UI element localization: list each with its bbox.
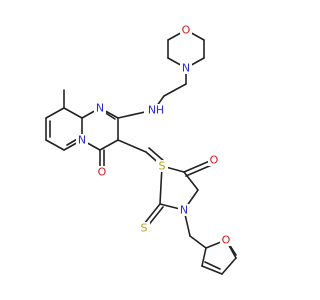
bond [148,147,166,163]
atom-labels: O N N H N N O S N O S O [76,24,232,247]
bridgehead-nitrogen-label: N [78,134,86,147]
amine-hydrogen-label: H [156,104,164,117]
label-bg [220,234,232,246]
label-bg [156,160,168,172]
label-bg [76,134,88,146]
bond [63,107,83,119]
label-bg [144,104,164,116]
bond [45,139,65,151]
thiazolidinone-oxygen-label: O [210,154,219,167]
bond [117,139,147,153]
morpholine-oxygen-label: O [182,24,191,37]
pyrimidinone-oxygen-label: O [98,166,107,179]
bond [189,235,207,249]
label-bg [180,62,192,74]
bond [159,165,163,205]
thione-sulfur-label: S [141,222,148,235]
bond [45,107,65,119]
bond [201,247,207,267]
bond [143,203,161,225]
molecule-structure: O N N H N N O S N O S O [45,24,237,275]
pyrimidinone-ring [81,107,155,151]
label-bg [138,222,150,234]
furan-oxygen-label: O [222,234,231,247]
label-bg [96,166,108,178]
bond [201,265,223,275]
molecule-canvas: O N N H N N O S N O S O [45,23,237,275]
thiazolidinone-nitrogen-label: N [180,204,188,217]
pyrimidine-nitrogen-label: N [96,102,104,115]
bond [183,159,213,173]
label-bg [208,154,220,166]
amine-nitrogen-label: N [148,104,156,117]
thiazolidinone-sulfur-label: S [159,160,166,173]
label-bg [94,102,106,114]
bond [99,139,119,151]
morpholine-nitrogen-label: N [182,62,190,75]
bond [204,261,221,270]
label-bg [178,204,190,216]
label-bg [180,24,192,36]
bond [163,83,187,97]
bond [221,257,237,275]
